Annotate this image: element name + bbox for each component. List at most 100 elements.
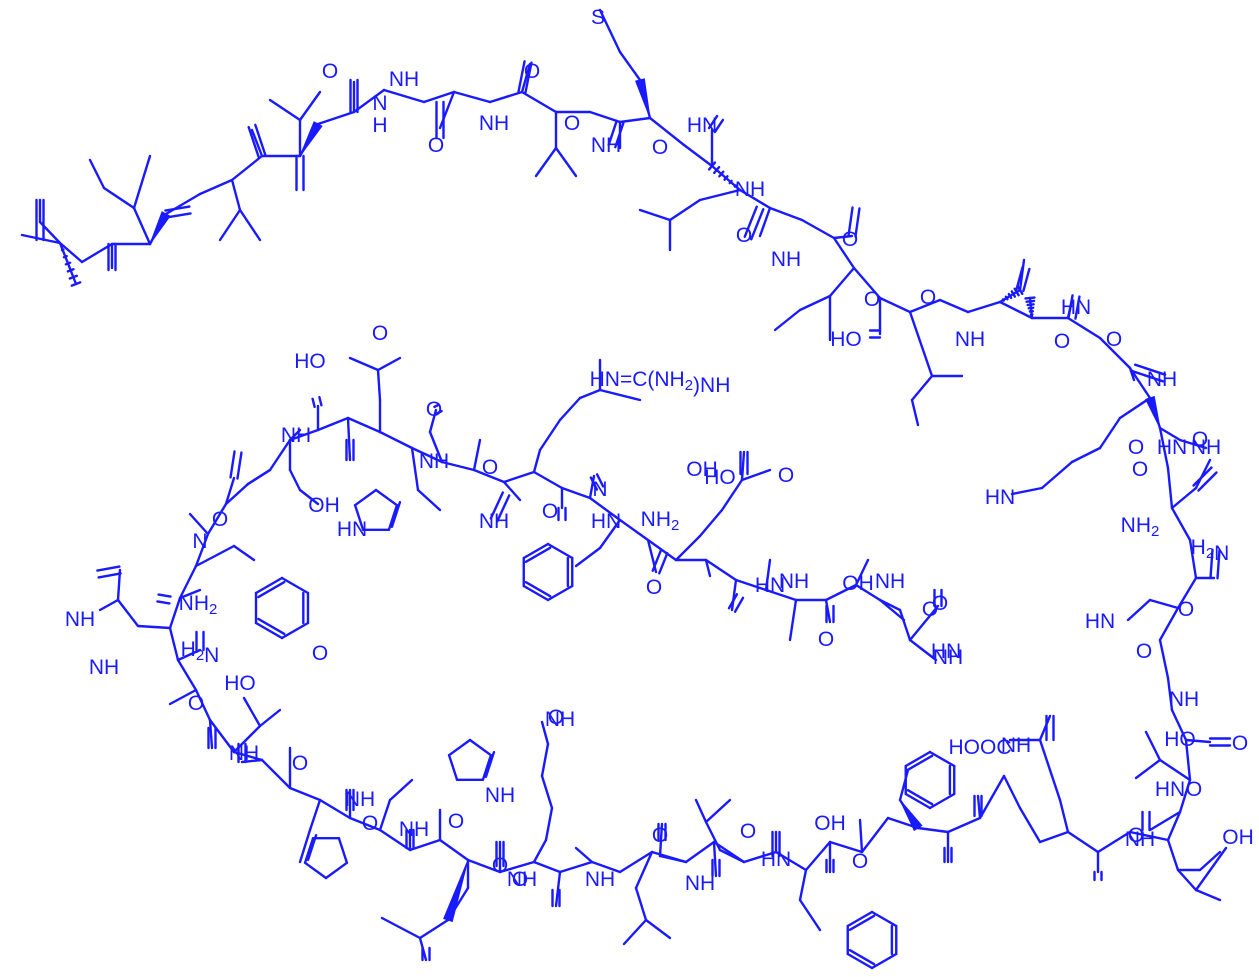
bond: [1197, 471, 1218, 492]
bond: [618, 518, 650, 542]
bond: [1067, 294, 1074, 319]
bond: [280, 621, 310, 640]
bond: [1048, 768, 1062, 802]
bond: [164, 205, 191, 212]
bond: [906, 789, 934, 806]
bond: [410, 446, 444, 464]
bond: [468, 738, 493, 757]
atom-label: O: [1132, 458, 1148, 481]
bond: [540, 742, 550, 778]
atom-label: NH2: [179, 592, 218, 618]
bond: [588, 496, 622, 522]
bond: [230, 178, 242, 212]
bond: [858, 818, 864, 854]
bond: [847, 206, 854, 237]
bond: [1178, 778, 1192, 814]
bond: [598, 518, 622, 550]
bond: [846, 952, 874, 970]
atom-label: O: [492, 854, 508, 877]
atom-label: O: [842, 228, 858, 251]
atom-label: OH: [814, 812, 846, 835]
bond: [258, 708, 282, 728]
atom-label: HN=C(NH2)NH: [590, 368, 731, 397]
bond: [684, 840, 716, 864]
bond: [346, 416, 382, 434]
bond: [280, 576, 310, 595]
bond: [416, 488, 442, 512]
bond: [337, 837, 349, 864]
bond: [1128, 366, 1136, 382]
atom-label: HO: [704, 466, 736, 489]
bond: [1018, 806, 1042, 844]
bond: [870, 952, 898, 970]
atom-label: N: [192, 530, 207, 553]
atom-label: NH: [89, 656, 119, 679]
bond: [730, 578, 738, 612]
bond: [378, 430, 414, 450]
bond: [908, 298, 942, 314]
bond: [723, 175, 729, 181]
bond: [524, 61, 533, 94]
bond: [1074, 295, 1081, 320]
bond: [607, 119, 618, 147]
bond: [532, 470, 564, 490]
bond: [428, 408, 438, 434]
bond: [238, 208, 262, 242]
bond: [878, 296, 912, 314]
bond: [168, 688, 198, 706]
bond: [522, 542, 550, 560]
bond: [798, 868, 808, 902]
atom-label: OH: [686, 458, 718, 481]
bond: [306, 834, 318, 861]
atom-label: NH: [419, 450, 449, 473]
atom-label: NH: [685, 872, 715, 895]
bond: [1040, 460, 1074, 490]
bond: [1166, 676, 1174, 712]
bond: [433, 403, 440, 409]
atom-label: HN: [591, 510, 621, 533]
bond: [1066, 830, 1100, 854]
bond: [165, 212, 192, 219]
bond: [247, 125, 260, 159]
bond: [388, 778, 414, 802]
bond: [194, 688, 212, 722]
atom-label: O: [818, 628, 834, 651]
bond: [928, 750, 956, 768]
bond: [774, 850, 808, 872]
bond: [236, 451, 243, 480]
bond: [860, 816, 890, 854]
bond: [646, 538, 678, 562]
bond: [447, 754, 459, 781]
atom-label: NH: [1001, 734, 1031, 757]
bond: [788, 598, 798, 642]
bond: [206, 502, 228, 536]
bond: [658, 822, 664, 858]
bond: [288, 468, 302, 492]
atom-label: HN: [931, 640, 961, 663]
bond: [828, 840, 864, 854]
bond: [658, 552, 669, 575]
atom-label: NH: [485, 784, 515, 807]
bond: [704, 820, 722, 852]
atom-label: HOOC: [949, 736, 1012, 759]
bond: [188, 512, 210, 536]
bond: [704, 798, 732, 824]
bond: [718, 170, 725, 178]
bond: [168, 596, 182, 630]
bond: [908, 310, 934, 378]
atom-label: HO: [830, 328, 862, 351]
bond: [595, 473, 605, 488]
bond: [224, 476, 236, 506]
bond: [1038, 738, 1052, 772]
bond: [224, 482, 250, 506]
atom-label: O: [482, 456, 498, 479]
bond: [318, 395, 323, 407]
atom-label: NH: [771, 248, 801, 271]
bond: [698, 508, 724, 538]
bond: [1170, 486, 1198, 510]
bond: [298, 488, 320, 506]
bond: [1131, 370, 1165, 383]
bond: [946, 816, 982, 834]
